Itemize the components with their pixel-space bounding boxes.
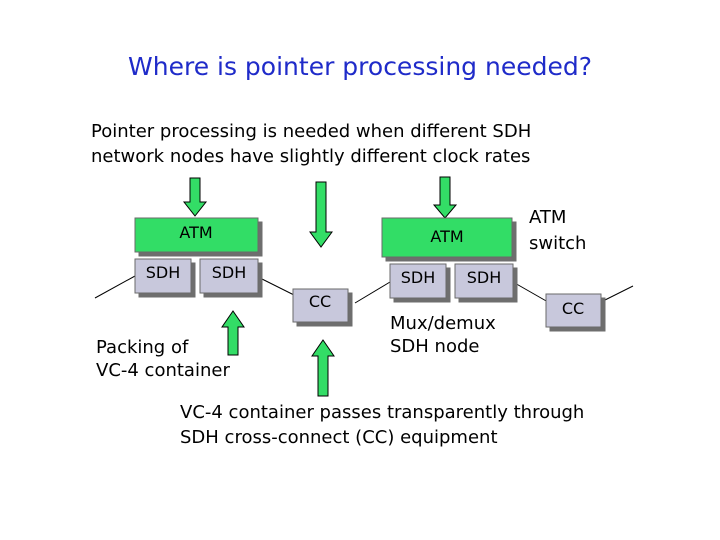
slide-title: Where is pointer processing needed? xyxy=(128,52,592,81)
link-line-left xyxy=(94,275,136,299)
cc-box-center: CC xyxy=(292,288,349,323)
intro-text-line-2: network nodes have slightly different cl… xyxy=(91,146,531,167)
up-arrow-left xyxy=(221,310,245,356)
sdh-box-right-2-label: SDH xyxy=(467,268,502,287)
up-arrow-center xyxy=(311,339,335,397)
sdh-box-left-1: SDH xyxy=(134,258,192,294)
sdh-box-left-2: SDH xyxy=(199,258,259,294)
atm-switch-label-line-1: ATM xyxy=(529,207,567,228)
packing-label-line-2: VC-4 container xyxy=(96,360,230,381)
packing-label-line-1: Packing of xyxy=(96,337,189,358)
cc-box-right-label: CC xyxy=(562,299,584,318)
atm-box-right-label: ATM xyxy=(430,227,463,246)
atm-switch-label-line-2: switch xyxy=(529,233,587,254)
mux-demux-label-line-1: Mux/demux xyxy=(390,313,496,334)
sdh-box-left-2-label: SDH xyxy=(212,263,247,282)
intro-text-line-1: Pointer processing is needed when differ… xyxy=(91,121,532,142)
link-line-cc-to-right-node xyxy=(354,281,391,304)
cc-box-center-label: CC xyxy=(309,292,331,311)
sdh-box-right-2: SDH xyxy=(454,263,514,299)
down-arrow-center xyxy=(309,181,333,248)
down-arrow-left xyxy=(182,177,208,217)
sdh-box-right-1: SDH xyxy=(389,263,447,299)
link-line-right xyxy=(600,285,634,303)
bottom-text-line-2: SDH cross-connect (CC) equipment xyxy=(180,427,498,448)
atm-box-right: ATM xyxy=(381,217,513,258)
atm-box-left-label: ATM xyxy=(179,223,212,242)
down-arrow-right xyxy=(432,176,458,219)
sdh-box-right-1-label: SDH xyxy=(401,268,436,287)
atm-box-left: ATM xyxy=(134,217,259,253)
link-line-right-node-to-cc xyxy=(512,281,549,303)
cc-box-right: CC xyxy=(545,293,602,328)
mux-demux-label-line-2: SDH node xyxy=(390,336,480,357)
bottom-text-line-1: VC-4 container passes transparently thro… xyxy=(180,402,585,423)
sdh-box-left-1-label: SDH xyxy=(146,263,181,282)
